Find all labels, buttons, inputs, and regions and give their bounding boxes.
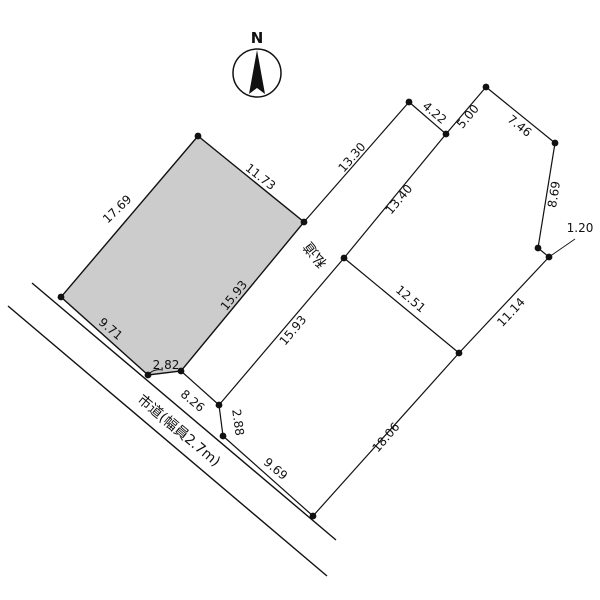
survey-point [551,139,559,147]
dim-private-road-upper-right: 13.40 [383,182,416,217]
private-road-label: 私道 [301,239,331,271]
survey-point [177,367,185,375]
dim-top-short-a: 4.22 [420,99,449,127]
survey-point [442,130,450,138]
survey-point [340,254,348,262]
frontage-corner-line [218,404,224,437]
north-arrow-icon [249,50,265,94]
right-lower-line [458,256,550,354]
survey-points [57,83,559,520]
dim-frontage-b: 9.69 [261,455,290,483]
private-road-upper-right-line [343,133,447,259]
city-road-label: 市道(幅員2.7m) [134,391,224,470]
dim-private-road-lower-left: 15.93 [277,313,310,348]
top-short-line-b [445,86,487,135]
dim-right-lower: 11.14 [494,295,528,330]
north-compass: N [232,29,282,98]
right-upper-line [537,142,556,249]
middle-divider-line [343,257,460,354]
survey-point [215,401,223,409]
survey-point [405,98,413,106]
compass-north-label: N [251,29,264,47]
diagonal-bottom-line [312,352,460,517]
dim-top-right-diag: 7.46 [505,112,535,140]
target-lot [60,135,305,376]
survey-point [534,244,542,252]
parcel-lines [146,86,576,517]
survey-point [545,253,553,261]
private-road-lower-left-line [218,257,345,406]
dim-private-road-upper-left: 13.30 [335,140,368,175]
dim-frontage-corner: 2.88 [229,408,247,436]
private-road-upper-left-line [303,101,410,223]
notch-leader-line [548,238,576,258]
compass-ring [232,48,282,98]
top-right-diag-line [485,86,556,144]
survey-point [300,218,308,226]
frontage-line-b [222,435,314,517]
dim-target-bottom-corner: 2.82 [153,358,180,372]
survey-point [482,83,490,91]
dim-right-upper: 8.69 [545,180,563,209]
dim-top-short-b: 5.00 [454,102,482,131]
road-edge-inner [31,282,337,541]
road-edge-outer [7,305,328,577]
dim-right-notch: 1.20 [567,221,594,235]
survey-point [309,512,317,520]
survey-point [455,349,463,357]
frontage-line-a [180,370,220,406]
survey-point [144,371,152,379]
survey-point [57,293,65,301]
city-road [7,282,337,577]
survey-point [219,432,227,440]
dim-diagonal-bottom: 18.06 [369,420,402,455]
dim-middle-divider: 12.51 [393,283,428,316]
top-short-line-a [408,101,447,135]
survey-point [194,132,202,140]
